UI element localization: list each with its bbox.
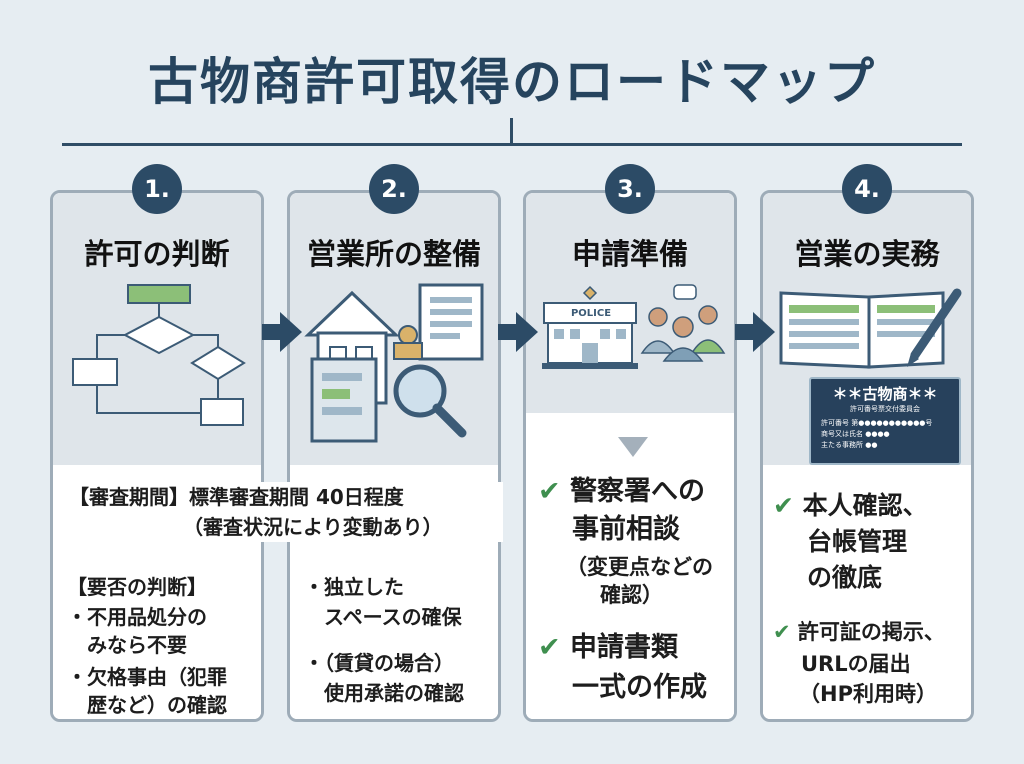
step3-item-1-line: 警察署への [570,476,706,507]
step3-item-1-line-2: 事前相談 [572,514,680,545]
checkmark-icon: ✔ [773,491,794,520]
step-title-3: 申請準備 [571,237,688,271]
step4-item-1-line-2: 台帳管理 [807,527,908,556]
right-arrow-icon [735,312,775,352]
step-card-3: 申請準備 POLICE ✔ 警察署への 事前相談 （変更点などの 確認） ✔ 申… [523,190,737,722]
office-house-icon [304,283,484,443]
license-plate: ＊＊古物商＊＊ 許可番号票交付委員会 許可番号 第●●●●●●●●●●●号 商号… [809,377,961,465]
review-period-label: 【審査期間】 [69,485,189,509]
step4-item-2: ✔ 許可証の掲示、 [773,617,945,647]
page-title: 古物商許可取得のロードマップ [148,53,876,111]
flowchart-icon [72,284,246,426]
step-title-4: 営業の実務 [794,237,940,271]
step1-bullet: みなら不要 [67,633,187,657]
right-arrow-icon [498,312,538,352]
ledger-book-icon [779,288,962,369]
step-badge-1: 1. [132,164,182,214]
step2-bullet: 使用承諾の確認 [304,681,464,705]
down-arrow-icon [618,437,648,457]
step-card-3-lower [526,413,734,719]
checkmark-icon: ✔ [538,632,561,663]
step2-bullet: ・独立した [304,575,404,599]
police-sign: POLICE [570,308,612,319]
step3-item-2-line: 申請書類 [570,632,679,663]
step2-bullet: スペースの確保 [304,605,462,629]
license-line: 許可番号 第●●●●●●●●●●●号 [821,419,933,427]
review-period-note: （審査状況により変動あり） [183,515,443,539]
step-title-2: 営業所の整備 [306,237,481,271]
title-divider-tick [510,118,513,144]
step1-bullet: ・不用品処分の [67,605,207,629]
step4-item-2-line-2: URLの届出 [801,652,911,676]
step3-item-1: ✔ 警察署への [538,473,705,511]
step-badge-2: 2. [369,164,419,214]
step-badge-4: 4. [842,164,892,214]
step-badge-3: 3. [605,164,655,214]
step-card-4-lower [763,465,971,719]
step-card-2: 営業所の整備 ・独立した スペースの確保 ・（賃貸の場合） 使用承諾の確認 [287,190,501,722]
step2-bullet: ・（賃貸の場合） [304,651,454,675]
police-station-icon [542,285,638,369]
checkmark-icon: ✔ [773,620,791,644]
license-subtitle: 許可番号票交付委員会 [850,405,920,413]
right-arrow-icon [262,312,302,352]
step-card-1: 許可の判断 【要否の判断】 ・不用品処分の みなら不要 ・欠格事由（犯罪 歴など… [50,190,264,722]
step-title-1: 許可の判断 [84,237,230,271]
title-divider [62,143,962,146]
license-title: ＊＊古物商＊＊ [832,385,938,403]
license-line: 商号又は氏名 ●●●● [821,430,890,438]
step3-item-1-note-2: 確認） [600,583,663,607]
license-line: 主たる事務所 ●● [821,441,878,449]
step4-item-1: ✔ 本人確認、 [773,489,928,523]
checkmark-icon: ✔ [538,476,561,507]
step1-heading: 【要否の判断】 [67,575,207,599]
step3-item-2-line-2: 一式の作成 [572,672,707,703]
step1-bullet: 歴など）の確認 [67,693,227,717]
step3-item-1-note: （変更点などの [566,555,713,579]
review-period-banner: 【審査期間】標準審査期間 40日程度 （審査状況により変動あり） [65,482,503,542]
step-card-4: 営業の実務 ＊＊古物商＊＊ 許可番号票交付委員会 許可番号 第●●●●●●●●●… [760,190,974,722]
review-period-text: 標準審査期間 40日程度 [189,485,404,509]
consultation-people-icon [640,284,726,362]
step4-item-2-line: 許可証の掲示、 [797,620,945,644]
step4-item-1-line: 本人確認、 [802,491,928,520]
step4-item-2-line-3: （HP利用時） [799,682,937,706]
step1-bullet: ・欠格事由（犯罪 [67,665,227,689]
step4-item-1-line-3: の徹底 [807,563,883,592]
step3-item-2: ✔ 申請書類 [538,629,678,667]
